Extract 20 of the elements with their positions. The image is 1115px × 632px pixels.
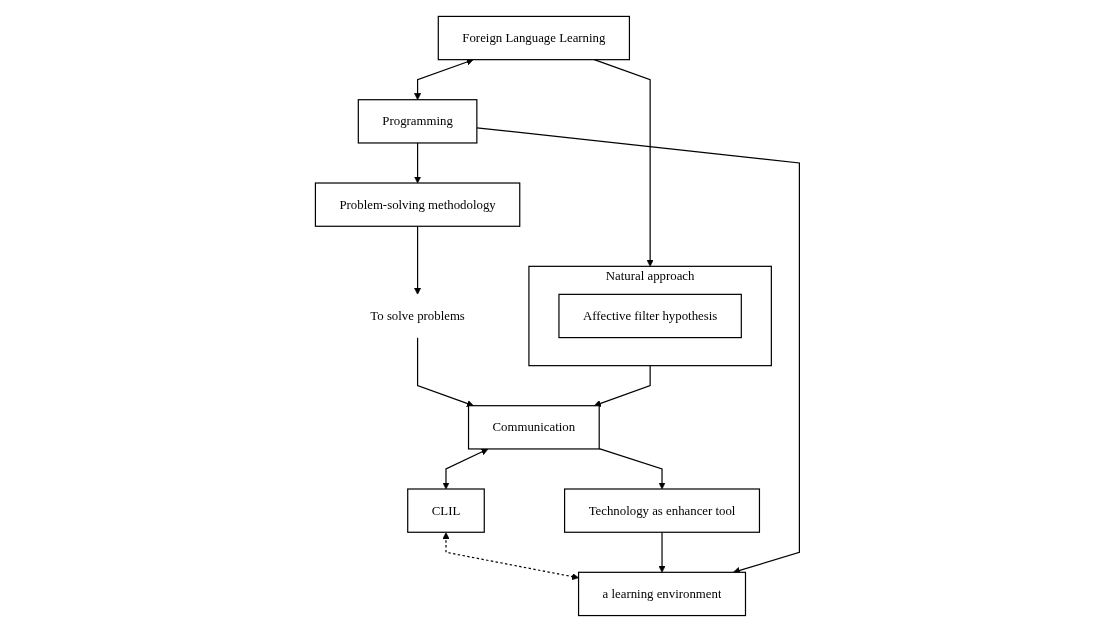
arrow	[598, 447, 666, 490]
node-box: CLIL	[407, 488, 485, 533]
arrow	[594, 365, 651, 407]
node-box: Technology as enhancer tool	[564, 488, 761, 533]
arrow	[442, 532, 579, 581]
node-text: To solve problems	[370, 308, 465, 323]
node-box: Affective filter hypothesis	[558, 293, 742, 339]
arrow	[658, 531, 666, 573]
node-box: Programming	[357, 99, 478, 144]
node-box: Communication	[468, 405, 600, 450]
arrow	[417, 337, 474, 407]
arrow	[593, 59, 654, 267]
node-box: Problem-solving methodology	[314, 182, 521, 227]
node-box: Foreign Language Learning	[437, 15, 631, 61]
arrow	[442, 448, 489, 490]
arrow	[414, 142, 422, 184]
node-box: a learning environment	[578, 571, 747, 617]
arrow	[414, 58, 474, 101]
arrow	[476, 127, 801, 574]
arrow	[414, 225, 422, 295]
